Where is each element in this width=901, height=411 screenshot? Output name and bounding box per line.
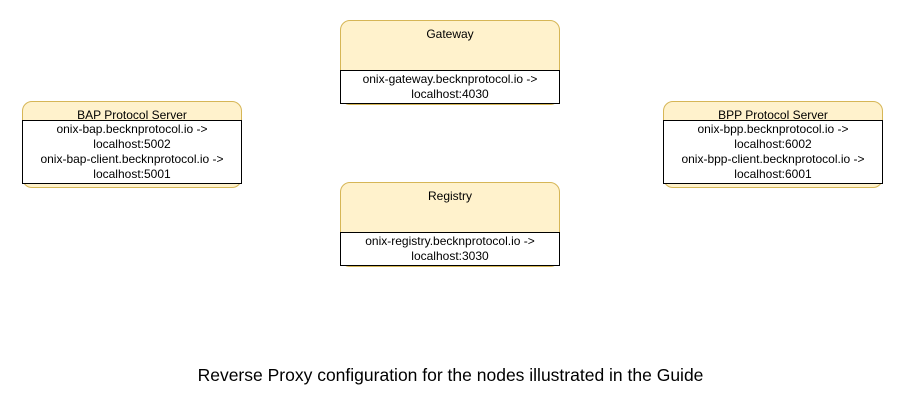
mapping-line: localhost:5002 [93,137,171,151]
mapping-line: onix-bpp-client.becknprotocol.io -> [681,152,865,166]
node-bpp-protocol-server: BPP Protocol Server onix-bpp.becknprotoc… [663,101,883,188]
mapping-line: onix-gateway.becknprotocol.io -> [362,72,538,86]
node-title-registry: Registry [427,189,472,203]
mapping-box-registry: onix-registry.becknprotocol.io -> localh… [340,232,560,266]
node-title-bap-protocol-server: BAP Protocol Server [77,108,187,122]
mapping-line: onix-bap-client.becknprotocol.io -> [40,152,224,166]
node-title-gateway: Gateway [426,27,474,41]
node-registry: Registry onix-registry.becknprotocol.io … [340,182,560,267]
mapping-box-gateway: onix-gateway.becknprotocol.io -> localho… [340,70,560,104]
mapping-box-bap: onix-bap.becknprotocol.io -> localhost:5… [22,120,242,184]
mapping-line: localhost:4030 [411,87,489,101]
diagram-caption: Reverse Proxy configuration for the node… [197,365,704,385]
mapping-line: localhost:3030 [411,249,489,263]
mapping-line: onix-bap.becknprotocol.io -> [56,122,208,136]
node-bap-protocol-server: BAP Protocol Server onix-bap.becknprotoc… [22,101,242,188]
mapping-line: localhost:5001 [93,167,171,181]
mapping-box-bpp: onix-bpp.becknprotocol.io -> localhost:6… [663,120,883,184]
node-title-bpp-protocol-server: BPP Protocol Server [718,108,828,122]
mapping-line: onix-registry.becknprotocol.io -> [365,234,535,248]
mapping-line: localhost:6002 [734,137,812,151]
mapping-line: localhost:6001 [734,167,812,181]
node-gateway: Gateway onix-gateway.becknprotocol.io ->… [340,20,560,105]
mapping-line: onix-bpp.becknprotocol.io -> [697,122,849,136]
